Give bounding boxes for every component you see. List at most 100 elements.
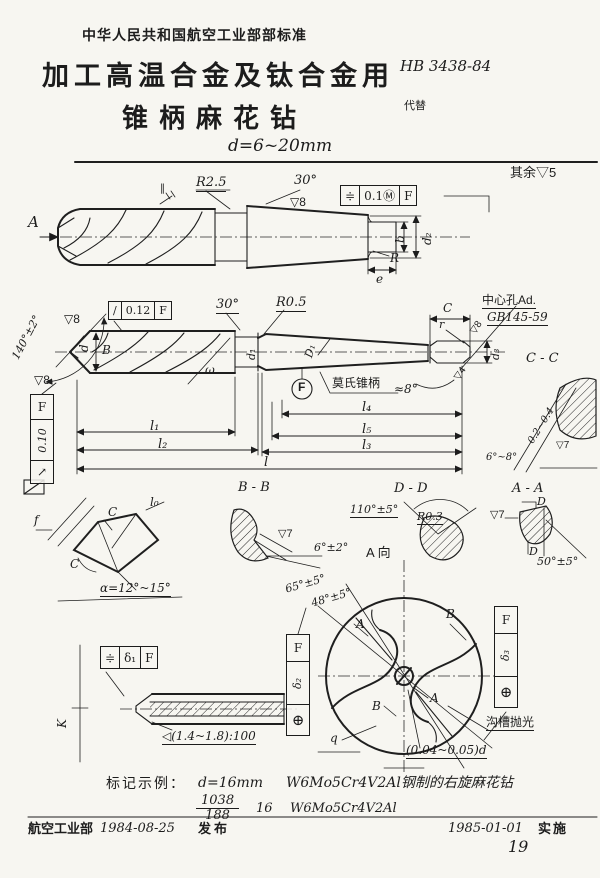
land-mark: ‖ <box>160 183 165 194</box>
standard-title-line2: 锥柄麻花钻 <box>122 103 308 133</box>
standard-org-line: 中华人民共和国航空工业部部标准 <box>82 27 307 43</box>
helix-angle-label: ω <box>205 363 215 377</box>
section-aa-d-top: D <box>537 495 546 508</box>
example-steel-grade: W6Mo5Cr4V2Al <box>290 801 397 816</box>
end-view-linework <box>297 560 507 772</box>
diameter-range: d=6~20mm <box>228 136 333 156</box>
dim-d: d <box>77 344 91 352</box>
footer-issue-date: 1984-08-25 <box>100 821 175 836</box>
surface-finish-8-edge: ▽8 <box>34 373 50 387</box>
example-code-denominator: 188 <box>205 808 230 824</box>
example-diameter: d=16mm <box>198 775 264 791</box>
dim-b: b <box>393 235 407 243</box>
dim-k: K <box>55 719 69 728</box>
dim-d1: d₁ <box>245 348 258 360</box>
tolerance-symbol: / <box>109 302 122 319</box>
center-hole-note-1: 中心孔Ad. <box>482 293 537 310</box>
dim-q: q <box>330 731 338 745</box>
section-bb-angle: 6°±2° <box>314 541 349 554</box>
end-view-title: A 向 <box>366 545 391 560</box>
tolerance-value: 0.10 <box>31 420 53 461</box>
section-views-linework <box>23 377 598 602</box>
web-thickness-note: (0.04~0.05)d <box>406 743 487 760</box>
position-tolerance-frame-right: F δ₃ ⊕ <box>494 606 518 708</box>
standard-number: HB 3438-84 <box>400 57 492 75</box>
dim-l5: l₅ <box>362 422 372 437</box>
view-arrow-label-a: A <box>28 213 39 231</box>
footer-org: 航空工业部 <box>28 821 94 836</box>
neck-radius-label: R2.5 <box>196 175 227 193</box>
cut-label-b-bottom: B <box>372 699 381 713</box>
dim-l3: l₃ <box>362 438 372 453</box>
example-size: 16 <box>256 801 273 816</box>
tolerance-value: δ₃ <box>495 634 517 677</box>
section-bb-title: B - B <box>238 480 270 495</box>
section-dd-radius: R0.3 <box>417 510 443 526</box>
datum-f-label: F <box>298 380 306 394</box>
dim-c-tang: C <box>443 301 453 315</box>
symmetry-tolerance-frame: ≑ 0.1Ⓜ F <box>340 185 418 206</box>
footer-issue-label: 发布 <box>198 821 231 836</box>
dim-r-tang: r <box>439 318 445 331</box>
replaces-note: 代替 <box>404 100 426 112</box>
footer-impl-date: 1985-01-01 <box>448 821 523 836</box>
surface-finish-7-bb: ▽7 <box>278 528 293 540</box>
center-hole-note-2: GB145-59 <box>487 310 548 327</box>
section-dd-title: D - D <box>394 481 428 496</box>
dim-l2: l₂ <box>158 437 168 452</box>
tang-radius-label: R <box>390 251 400 265</box>
dim-d2: d₂ <box>420 232 434 246</box>
k-detail-linework <box>71 644 300 763</box>
tolerance-datum: F <box>495 607 517 634</box>
tolerance-value: δ₁ <box>120 647 142 668</box>
section-aa-d-bottom: D <box>529 545 538 558</box>
symmetry-tolerance-frame-k: ≑ δ₁ F <box>100 646 159 669</box>
position-symbol: ⊕ <box>291 711 305 729</box>
dim-l4: l₄ <box>362 400 372 415</box>
tolerance-symbol: ↗ <box>36 465 48 479</box>
rest-surface-finish-note: 其余▽5 <box>510 165 557 180</box>
standard-title-line1: 加工高温合金及钛合金用 <box>42 61 394 91</box>
surface-finish-8: ▽8 <box>290 195 306 209</box>
cut-label-b-top: B <box>446 607 455 621</box>
cut-label-a-top: A <box>356 617 365 631</box>
flute-label-b: B <box>102 343 111 357</box>
tolerance-datum: F <box>31 395 53 420</box>
example-prefix: 标记示例： <box>106 775 186 791</box>
tolerance-value: 0.1Ⓜ <box>360 186 401 205</box>
surface-finish-7-cc: ▽7 <box>556 440 570 451</box>
section-aa-title: A - A <box>512 481 544 496</box>
main-view-linework <box>41 305 517 475</box>
page-number: 19 <box>508 837 529 856</box>
tolerance-datum: F <box>404 188 413 203</box>
section-aa-angle: 50°±5° <box>537 555 579 568</box>
position-tolerance-frame-left: F δ₂ ⊕ <box>286 634 310 736</box>
tolerance-symbol: ≑ <box>341 186 361 205</box>
surface-finish-7-aa: ▽7 <box>490 509 505 521</box>
example-steel-description: W6Mo5Cr4V2Al钢制的右旋麻花钻 <box>286 775 513 791</box>
tolerance-value: 0.12 <box>122 302 156 319</box>
position-symbol: ⊕ <box>499 683 513 701</box>
corner-alpha-angle: α=12°~15° <box>100 581 171 598</box>
dim-l: l <box>264 455 269 470</box>
section-cc-title: C - C <box>526 351 559 366</box>
corner-dim-c-bottom: C <box>70 557 80 571</box>
runout-tolerance-frame-left: F 0.10 ↗ <box>30 394 54 484</box>
neck-angle-label: 30° <box>294 173 318 188</box>
corner-dim-c-top: C <box>108 505 118 519</box>
dim-e: e <box>376 272 384 286</box>
neck-radius-label-main: R0.5 <box>276 295 307 313</box>
tolerance-value: δ₂ <box>287 662 309 705</box>
cut-label-a-bottom: A <box>430 691 439 705</box>
dim-l1: l₁ <box>150 419 160 434</box>
corner-dim-f: f <box>34 513 39 527</box>
example-code-fraction: 1038 188 <box>196 793 240 824</box>
section-cc-angle: 6°~8° <box>486 452 518 463</box>
section-dd-angle: 110°±5° <box>350 503 399 519</box>
tolerance-datum: F <box>287 635 309 662</box>
tolerance-symbol: ≑ <box>101 647 121 668</box>
tolerance-datum: F <box>145 650 154 665</box>
dim-d3: d₃ <box>489 348 502 360</box>
